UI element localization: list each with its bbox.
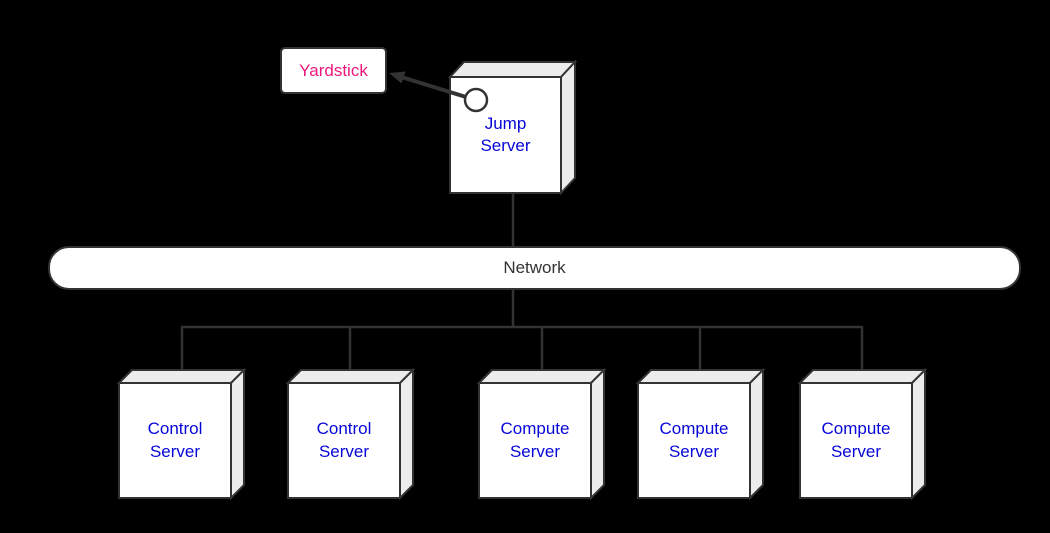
control-server-1-top-face (116, 369, 247, 384)
control-server-1-node (116, 367, 247, 501)
compute-server-1-front-face (478, 382, 592, 499)
jump-server-right-face (560, 59, 576, 196)
compute-server-1-node (476, 367, 607, 501)
network-label: Network (503, 258, 566, 277)
compute-server-1-top-face (476, 369, 607, 384)
compute-server-3-label: Compute Server (821, 419, 891, 461)
compute-server-1-label: Compute Server (500, 419, 570, 461)
compute-server-2-label: Compute Server (659, 419, 729, 461)
jump-server-port-icon (463, 87, 489, 113)
compute-server-3-front-face (799, 382, 913, 499)
control-server-1-front-face (118, 382, 232, 499)
compute-server-1-right-face (590, 367, 605, 501)
control-server-2-right-face (399, 367, 414, 501)
control-server-2-node (285, 367, 416, 501)
compute-server-2-front-face (637, 382, 751, 499)
jump-server-top-face (447, 61, 578, 78)
compute-server-3-top-face (797, 369, 928, 384)
compute-server-2-top-face (635, 369, 766, 384)
yardstick-arrowhead (389, 71, 406, 84)
control-server-2-label: Control Server (316, 419, 372, 461)
compute-server-3-right-face (911, 367, 926, 501)
control-server-2-top-face (285, 369, 416, 384)
control-server-1-right-face (230, 367, 245, 501)
jump-server-label: Jump Server (480, 113, 531, 155)
compute-server-3-node (797, 367, 928, 501)
control-server-1-label: Control Server (147, 419, 203, 461)
yardstick-arrow-line (402, 75, 467, 99)
yardstick-label: Yardstick (299, 60, 368, 80)
network-bar: Network (48, 246, 1021, 290)
compute-server-2-right-face (749, 367, 764, 501)
compute-server-2-node (635, 367, 766, 501)
yardstick-box: Yardstick (280, 47, 387, 94)
control-server-2-front-face (287, 382, 401, 499)
